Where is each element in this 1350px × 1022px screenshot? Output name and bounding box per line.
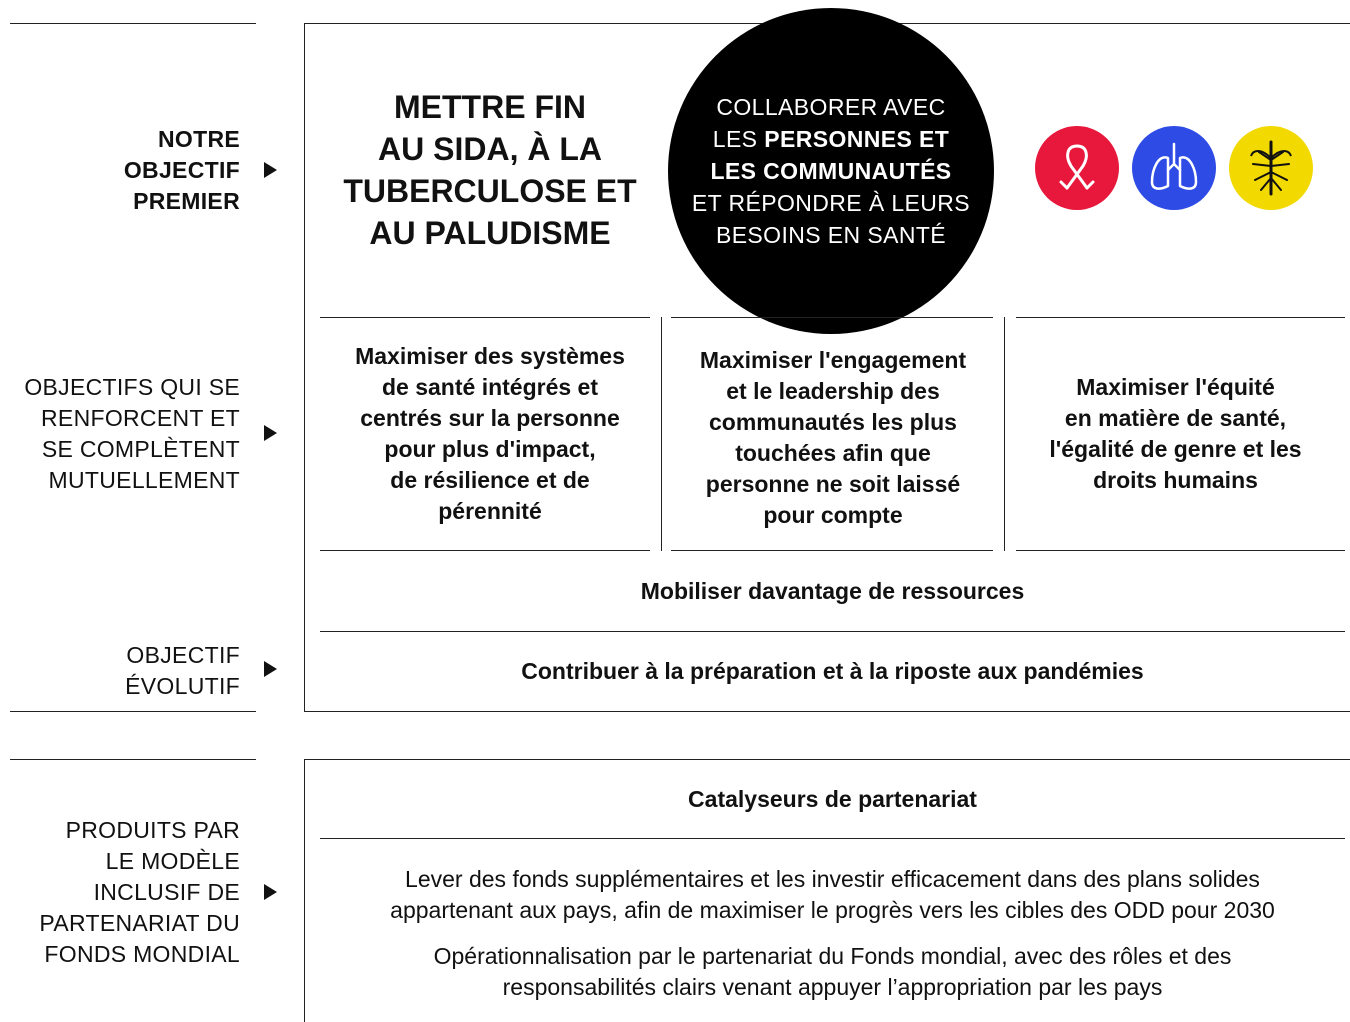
objective-line: pour plus d'impact, [384, 436, 596, 462]
col1-bottom-rule [320, 550, 650, 551]
objective-line: Maximiser l'équité [1076, 374, 1275, 400]
lower-box-top [304, 759, 1350, 760]
col3-top-rule [1016, 317, 1345, 318]
label-line: PARTENARIAT DU [39, 910, 240, 936]
partnership-title-rule [320, 838, 1345, 839]
mosquito-icon [1229, 126, 1313, 210]
paragraph-line: Lever des fonds supplémentaires et les i… [405, 866, 1260, 892]
main-goal-line: METTRE FIN [394, 89, 586, 125]
paragraph-line: responsabilités clairs venant appuyer l’… [502, 974, 1163, 1000]
objective-line: de résilience et de [390, 467, 590, 493]
objective-community-engagement: Maximiser l'engagement et le leadership … [664, 320, 1002, 556]
partnership-title: Catalyseurs de partenariat [688, 785, 977, 812]
paragraph-line: appartenant aux pays, afin de maximiser … [390, 897, 1275, 923]
col2-top-rule [671, 317, 993, 318]
main-goal-line: TUBERCULOSE ET [343, 173, 637, 209]
label-bottom-rule [10, 711, 256, 712]
pandemic-preparedness: Contribuer à la préparation et à la ripo… [521, 657, 1144, 684]
circle-line: LES PERSONNES ET [713, 123, 949, 155]
col1-top-rule [320, 317, 650, 318]
objective-health-equity: Maximiser l'équité en matière de santé, … [1006, 320, 1345, 548]
arrow-right-icon [264, 162, 277, 178]
circle-text-bold: LES COMMUNAUTÉS [710, 158, 952, 184]
main-goal-line: AU PALUDISME [369, 215, 611, 251]
objective-line: l'égalité de genre et les [1049, 436, 1302, 462]
circle-line: COLLABORER AVEC [716, 94, 946, 120]
objective-line: touchées afin que [735, 440, 931, 466]
label-lower-top-rule [10, 759, 256, 760]
arrow-right-icon [264, 425, 277, 441]
objective-line: de santé intégrés et [381, 374, 599, 400]
objective-line: pérennité [438, 498, 542, 524]
paragraph-operationalization: Opérationnalisation par le partenariat d… [320, 941, 1345, 1003]
circle-text: LES [712, 126, 765, 152]
center-circle: COLLABORER AVEC LES PERSONNES ET LES COM… [668, 8, 994, 334]
paragraph-line: Opérationnalisation par le partenariat d… [433, 943, 1232, 969]
col2-bottom-rule [671, 550, 993, 551]
objective-line: Maximiser des systèmes [355, 343, 625, 369]
label-line: OBJECTIFS QUI SE [24, 374, 240, 400]
label-evolving-objective: OBJECTIF ÉVOLUTIF [125, 640, 240, 702]
objective-line: en matière de santé, [1064, 405, 1287, 431]
paragraph-funding: Lever des fonds supplémentaires et les i… [320, 864, 1345, 926]
col-divider-2 [1004, 317, 1005, 551]
circle-line: BESOINS EN SANTÉ [715, 222, 947, 248]
ribbon-icon [1035, 126, 1119, 210]
circle-text-bold: PERSONNES ET [764, 126, 950, 152]
mobilize-resources: Mobiliser davantage de ressources [640, 577, 1025, 604]
objective-line: Maximiser l'engagement [699, 347, 967, 373]
mobilize-bottom-rule [320, 631, 1345, 632]
col3-bottom-rule [1016, 550, 1345, 551]
upper-box-left [304, 23, 305, 712]
upper-box-bottom [304, 711, 1350, 712]
objective-line: communautés les plus [709, 409, 957, 435]
label-line: INCLUSIF DE [93, 879, 240, 905]
col-divider-1 [661, 317, 662, 551]
objective-line: droits humains [1093, 467, 1258, 493]
objective-line: centrés sur la personne [360, 405, 620, 431]
main-goal: METTRE FIN AU SIDA, À LA TUBERCULOSE ET … [320, 85, 660, 255]
label-line: PRODUITS PAR [65, 817, 240, 843]
label-mutual-objectives: OBJECTIFS QUI SE RENFORCENT ET SE COMPLÈ… [24, 372, 240, 496]
label-line: PREMIER [133, 188, 240, 214]
label-line: MUTUELLEMENT [48, 467, 240, 493]
label-primary-objective: NOTRE OBJECTIF PREMIER [124, 124, 240, 217]
objective-line: pour compte [763, 502, 903, 528]
label-line: NOTRE [158, 126, 240, 152]
circle-line: LES COMMUNAUTÉS [710, 155, 951, 187]
objective-line: personne ne soit laissé [705, 471, 961, 497]
arrow-right-icon [264, 884, 277, 900]
label-line: SE COMPLÈTENT [41, 436, 240, 462]
label-line: ÉVOLUTIF [125, 673, 240, 699]
main-goal-line: AU SIDA, À LA [378, 131, 602, 167]
lower-box-left [304, 759, 305, 1022]
arrow-right-icon [264, 661, 277, 677]
circle-line: ET RÉPONDRE À LEURS [691, 190, 971, 216]
label-line: OBJECTIF [123, 157, 240, 183]
objective-integrated-systems: Maximiser des systèmes de santé intégrés… [320, 320, 660, 548]
label-products: PRODUITS PAR LE MODÈLE INCLUSIF DE PARTE… [39, 815, 240, 970]
label-line: RENFORCENT ET [41, 405, 240, 431]
label-line: OBJECTIF [126, 642, 240, 668]
label-top-rule [10, 23, 256, 24]
label-line: FONDS MONDIAL [44, 941, 240, 967]
lungs-icon [1132, 126, 1216, 210]
label-line: LE MODÈLE [105, 848, 240, 874]
objective-line: et le leadership des [726, 378, 940, 404]
